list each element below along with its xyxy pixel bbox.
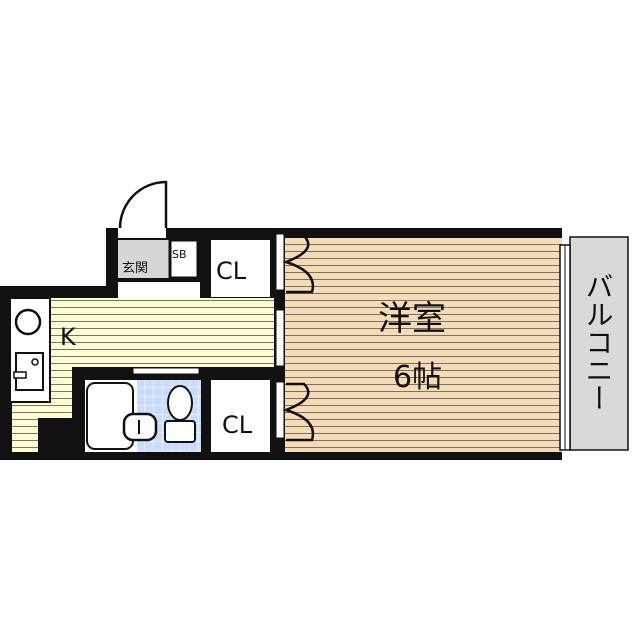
entrance-label: 玄関 xyxy=(122,261,148,276)
closet-bottom-label: CL xyxy=(222,411,253,439)
closet-top-label: CL xyxy=(216,257,247,285)
shoe-box-label: SB xyxy=(172,248,187,261)
entrance-floor xyxy=(118,240,170,278)
closet-bottom xyxy=(211,380,270,452)
western-room-size: 6帖 xyxy=(393,360,442,395)
shoe-box xyxy=(168,238,200,280)
closet-door-bottom-icon xyxy=(282,382,315,442)
toilet-icon xyxy=(167,385,193,421)
closet-top xyxy=(211,240,270,297)
closet-door-top-icon xyxy=(282,234,315,294)
kitchen-label: K xyxy=(60,323,77,351)
entrance-door-icon xyxy=(118,180,168,229)
stove-icon xyxy=(14,308,42,336)
western-room-label: 洋室 xyxy=(378,299,446,339)
balcony-label: バルコニー xyxy=(582,272,615,412)
